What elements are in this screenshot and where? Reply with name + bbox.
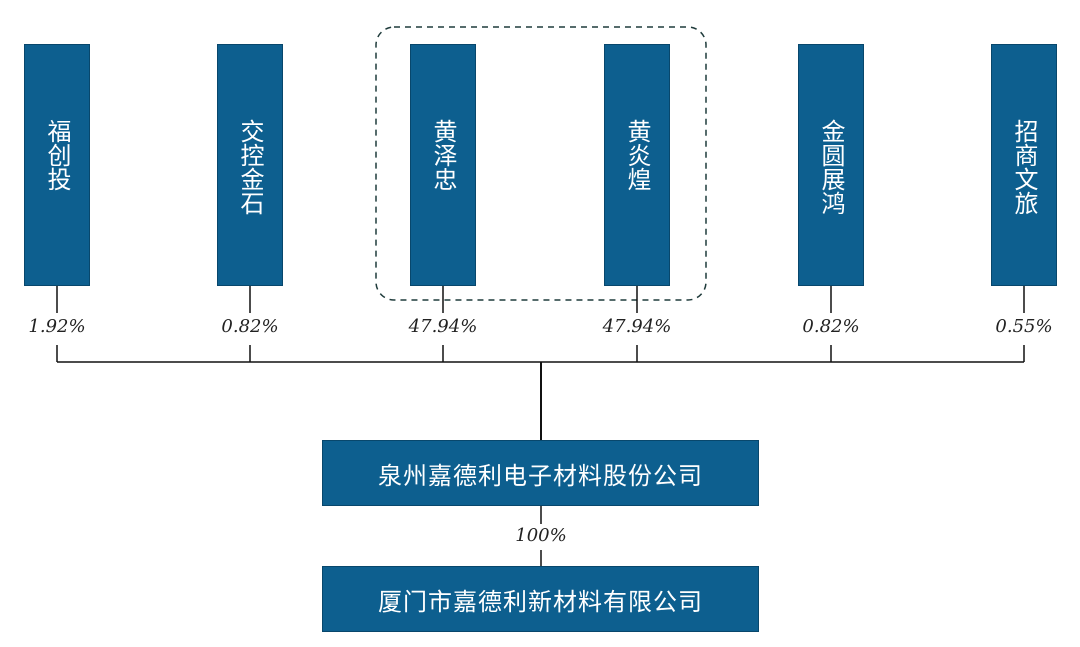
shareholding-pct: 1.92%	[28, 316, 86, 337]
shareholder-name: 黄泽忠	[429, 119, 457, 191]
shareholder-box: 福创投	[24, 44, 90, 286]
shareholder-name: 交控金石	[236, 119, 264, 215]
shareholder-name: 招商文旅	[1010, 119, 1038, 215]
shareholding-pct: 0.82%	[221, 316, 279, 337]
parent-company-name: 泉州嘉德利电子材料股份公司	[378, 461, 703, 490]
shareholder-name: 黄炎煌	[623, 119, 651, 191]
shareholder-box: 招商文旅	[991, 44, 1057, 286]
shareholding-pct: 0.82%	[802, 316, 860, 337]
shareholding-pct: 47.94%	[408, 316, 478, 337]
subsidiary-company-box: 厦门市嘉德利新材料有限公司	[322, 566, 759, 632]
shareholder-name: 福创投	[43, 119, 71, 191]
concert-party-dashed-box	[375, 26, 707, 301]
shareholder-name: 金圆展鸿	[817, 119, 845, 215]
subsidiary-shareholding-pct: 100%	[515, 525, 567, 546]
shareholder-box: 金圆展鸿	[798, 44, 864, 286]
parent-company-box: 泉州嘉德利电子材料股份公司	[322, 440, 759, 506]
shareholder-box: 黄炎煌	[604, 44, 670, 286]
shareholder-box: 交控金石	[217, 44, 283, 286]
shareholding-pct: 47.94%	[602, 316, 672, 337]
shareholder-box: 黄泽忠	[410, 44, 476, 286]
subsidiary-company-name: 厦门市嘉德利新材料有限公司	[378, 587, 703, 616]
shareholding-pct: 0.55%	[995, 316, 1053, 337]
